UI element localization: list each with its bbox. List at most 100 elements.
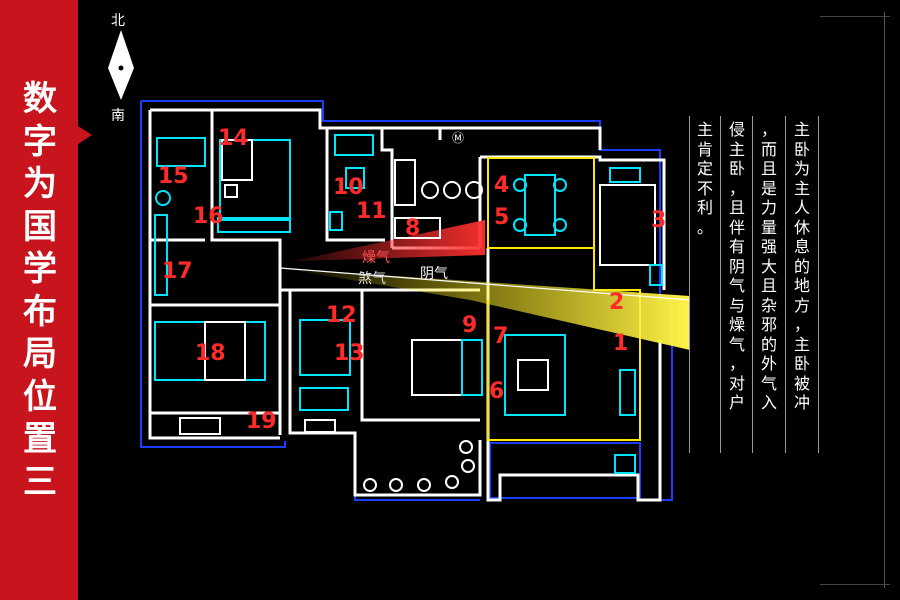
room-number: 19	[246, 409, 277, 434]
sidebar-title-char: 学	[23, 249, 57, 289]
column-rule	[752, 116, 753, 453]
column-char: 冲	[793, 393, 810, 412]
column-char: 卧	[728, 159, 745, 178]
room-number: 9	[462, 313, 477, 338]
sidebar-title-char: 位	[23, 376, 57, 417]
sidebar-title-char: 数	[23, 79, 57, 119]
column-char: 主	[793, 120, 810, 139]
room-number: 3	[651, 208, 666, 233]
room-number: 15	[158, 164, 189, 189]
column-char: 的	[760, 334, 777, 354]
column-char: 力	[760, 198, 777, 217]
yin-qi-beam	[270, 220, 485, 266]
column-char: 大	[760, 256, 777, 276]
column-char: 方	[793, 295, 810, 315]
column-char: 伴	[728, 217, 745, 237]
column-char: 定	[696, 159, 713, 178]
column-char: 被	[793, 373, 810, 393]
column-char: 且	[760, 159, 777, 178]
sidebar-title: 数字为国学布局位置三	[20, 78, 60, 503]
sha-qi-label: 煞气	[358, 271, 386, 287]
compass-north-label: 北	[111, 13, 125, 29]
text-column-3: 侵主卧，且伴有阴气与燥气，对户	[727, 120, 747, 413]
column-char: 气	[728, 276, 745, 295]
plan-border	[140, 100, 673, 501]
column-char: 息	[793, 237, 810, 256]
room-number: 17	[162, 259, 193, 284]
column-char: 且	[728, 198, 745, 217]
column-char: 外	[760, 354, 777, 373]
column-char: 为	[793, 159, 810, 178]
sidebar: 数字为国学布局位置三	[0, 0, 78, 600]
dry-qi-label: 燥气	[362, 250, 390, 266]
sidebar-title-char: 三	[23, 461, 57, 502]
column-char: 而	[760, 139, 777, 159]
compass-south-label: 南	[111, 108, 125, 124]
room-number: 7	[493, 324, 508, 349]
column-char: 量	[760, 217, 777, 237]
column-char: 利	[696, 198, 713, 217]
sidebar-title-char: 国	[23, 206, 57, 247]
column-char: ，	[793, 315, 810, 334]
column-char: 对	[728, 373, 745, 393]
column-char: 人	[793, 198, 810, 217]
sidebar-title-char: 置	[23, 419, 57, 459]
column-char: 卧	[793, 139, 810, 159]
room-number: 10	[333, 175, 364, 200]
room-number: 16	[193, 204, 224, 229]
column-rule	[720, 116, 721, 453]
sidebar-title-char: 为	[23, 164, 57, 204]
room-number: 6	[489, 379, 504, 404]
column-char: ，	[760, 120, 777, 139]
column-char: 阴	[728, 256, 745, 276]
room-number: 13	[334, 341, 365, 366]
room-number: 1	[613, 331, 628, 356]
column-char: 不	[696, 178, 713, 198]
decorative-line	[884, 12, 885, 588]
text-column-2: ，而且是力量强大且杂邪的外气入	[759, 120, 779, 413]
room-number: 2	[609, 290, 624, 315]
yin-qi-label: 阴气	[420, 266, 448, 282]
column-char: 。	[696, 217, 713, 237]
decorative-line	[820, 16, 890, 17]
sidebar-title-char: 字	[23, 121, 57, 162]
column-char: 气	[728, 334, 745, 354]
column-char: ，	[728, 178, 745, 198]
column-char: 肯	[696, 139, 713, 159]
column-char: 主	[793, 178, 810, 198]
column-char: 主	[793, 334, 810, 354]
column-rule	[785, 116, 786, 453]
room-number: 14	[218, 126, 249, 151]
column-char: 主	[728, 139, 745, 159]
column-char: 的	[793, 256, 810, 276]
column-rule	[818, 116, 819, 453]
room-number: 4	[494, 173, 509, 198]
column-rule	[689, 116, 690, 453]
column-char: 卧	[793, 354, 810, 373]
sidebar-title-char: 局	[23, 334, 57, 374]
room-number: 5	[494, 205, 509, 230]
column-char: 邪	[760, 315, 777, 334]
entry-line	[279, 267, 691, 301]
sidebar-title-char: 布	[23, 291, 57, 332]
compass-needle-icon	[108, 30, 134, 100]
decorative-line	[820, 584, 890, 585]
column-char: 气	[760, 373, 777, 393]
balcony-mark: Ⓜ	[452, 131, 464, 145]
room-number: 8	[405, 216, 420, 241]
furniture	[154, 134, 663, 492]
column-char: 是	[760, 178, 777, 198]
room-number: 11	[356, 199, 387, 224]
column-char: 户	[728, 393, 745, 412]
column-char: 侵	[728, 120, 745, 139]
text-column-4: 主肯定不利。	[695, 120, 715, 237]
column-char: 入	[760, 393, 777, 412]
room-number: 18	[195, 341, 226, 366]
column-char: 主	[696, 120, 713, 139]
column-char: 地	[793, 276, 810, 295]
column-char: 强	[760, 237, 777, 256]
column-char: 燥	[728, 315, 745, 334]
column-char: 杂	[760, 295, 777, 315]
column-char: 与	[728, 295, 745, 315]
